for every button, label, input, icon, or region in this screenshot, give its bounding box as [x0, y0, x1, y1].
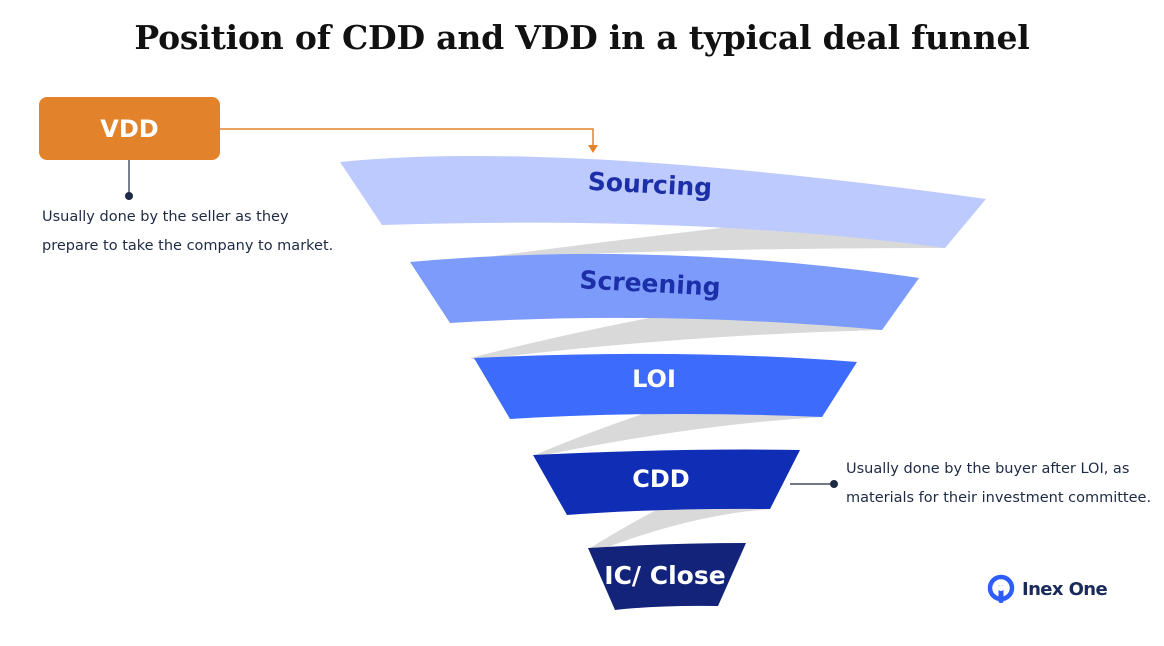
vdd-note-dot — [125, 192, 133, 200]
inex-one-logo-icon — [987, 574, 1015, 603]
cdd-note-line-1: Usually done by the buyer after LOI, as — [846, 461, 1130, 477]
vdd-label: VDD — [100, 114, 159, 143]
cdd-note-dot — [830, 480, 838, 488]
vdd-arrow-head — [588, 145, 598, 153]
brand-logo: Inex One — [986, 574, 1108, 604]
cdd-note: Usually done by the buyer after LOI, as … — [846, 455, 1151, 513]
stage-label-loi: LOI — [632, 365, 676, 393]
vdd-note-line-1: Usually done by the seller as they — [42, 209, 289, 225]
funnel-band-screening — [410, 253, 919, 330]
cdd-note-line-2: materials for their investment committee… — [846, 490, 1152, 506]
page-title: Position of CDD and VDD in a typical dea… — [134, 18, 1030, 57]
funnel-band-sourcing — [340, 156, 986, 248]
stage-label-sourcing: Sourcing — [587, 167, 713, 202]
vdd-arrow-connector — [220, 128, 594, 146]
stage-label-ic-close: IC/ Close — [604, 561, 725, 590]
brand-name: Inex One — [1022, 578, 1108, 600]
funnel-band-cdd — [533, 449, 800, 515]
stage-label-cdd: CDD — [632, 465, 689, 493]
vdd-note: Usually done by the seller as they prepa… — [42, 203, 333, 261]
funnel-band-loi — [474, 353, 857, 419]
vdd-box: VDD — [39, 97, 220, 160]
vdd-note-line-2: prepare to take the company to market. — [42, 238, 334, 254]
funnel-band-ic-close — [588, 543, 746, 610]
